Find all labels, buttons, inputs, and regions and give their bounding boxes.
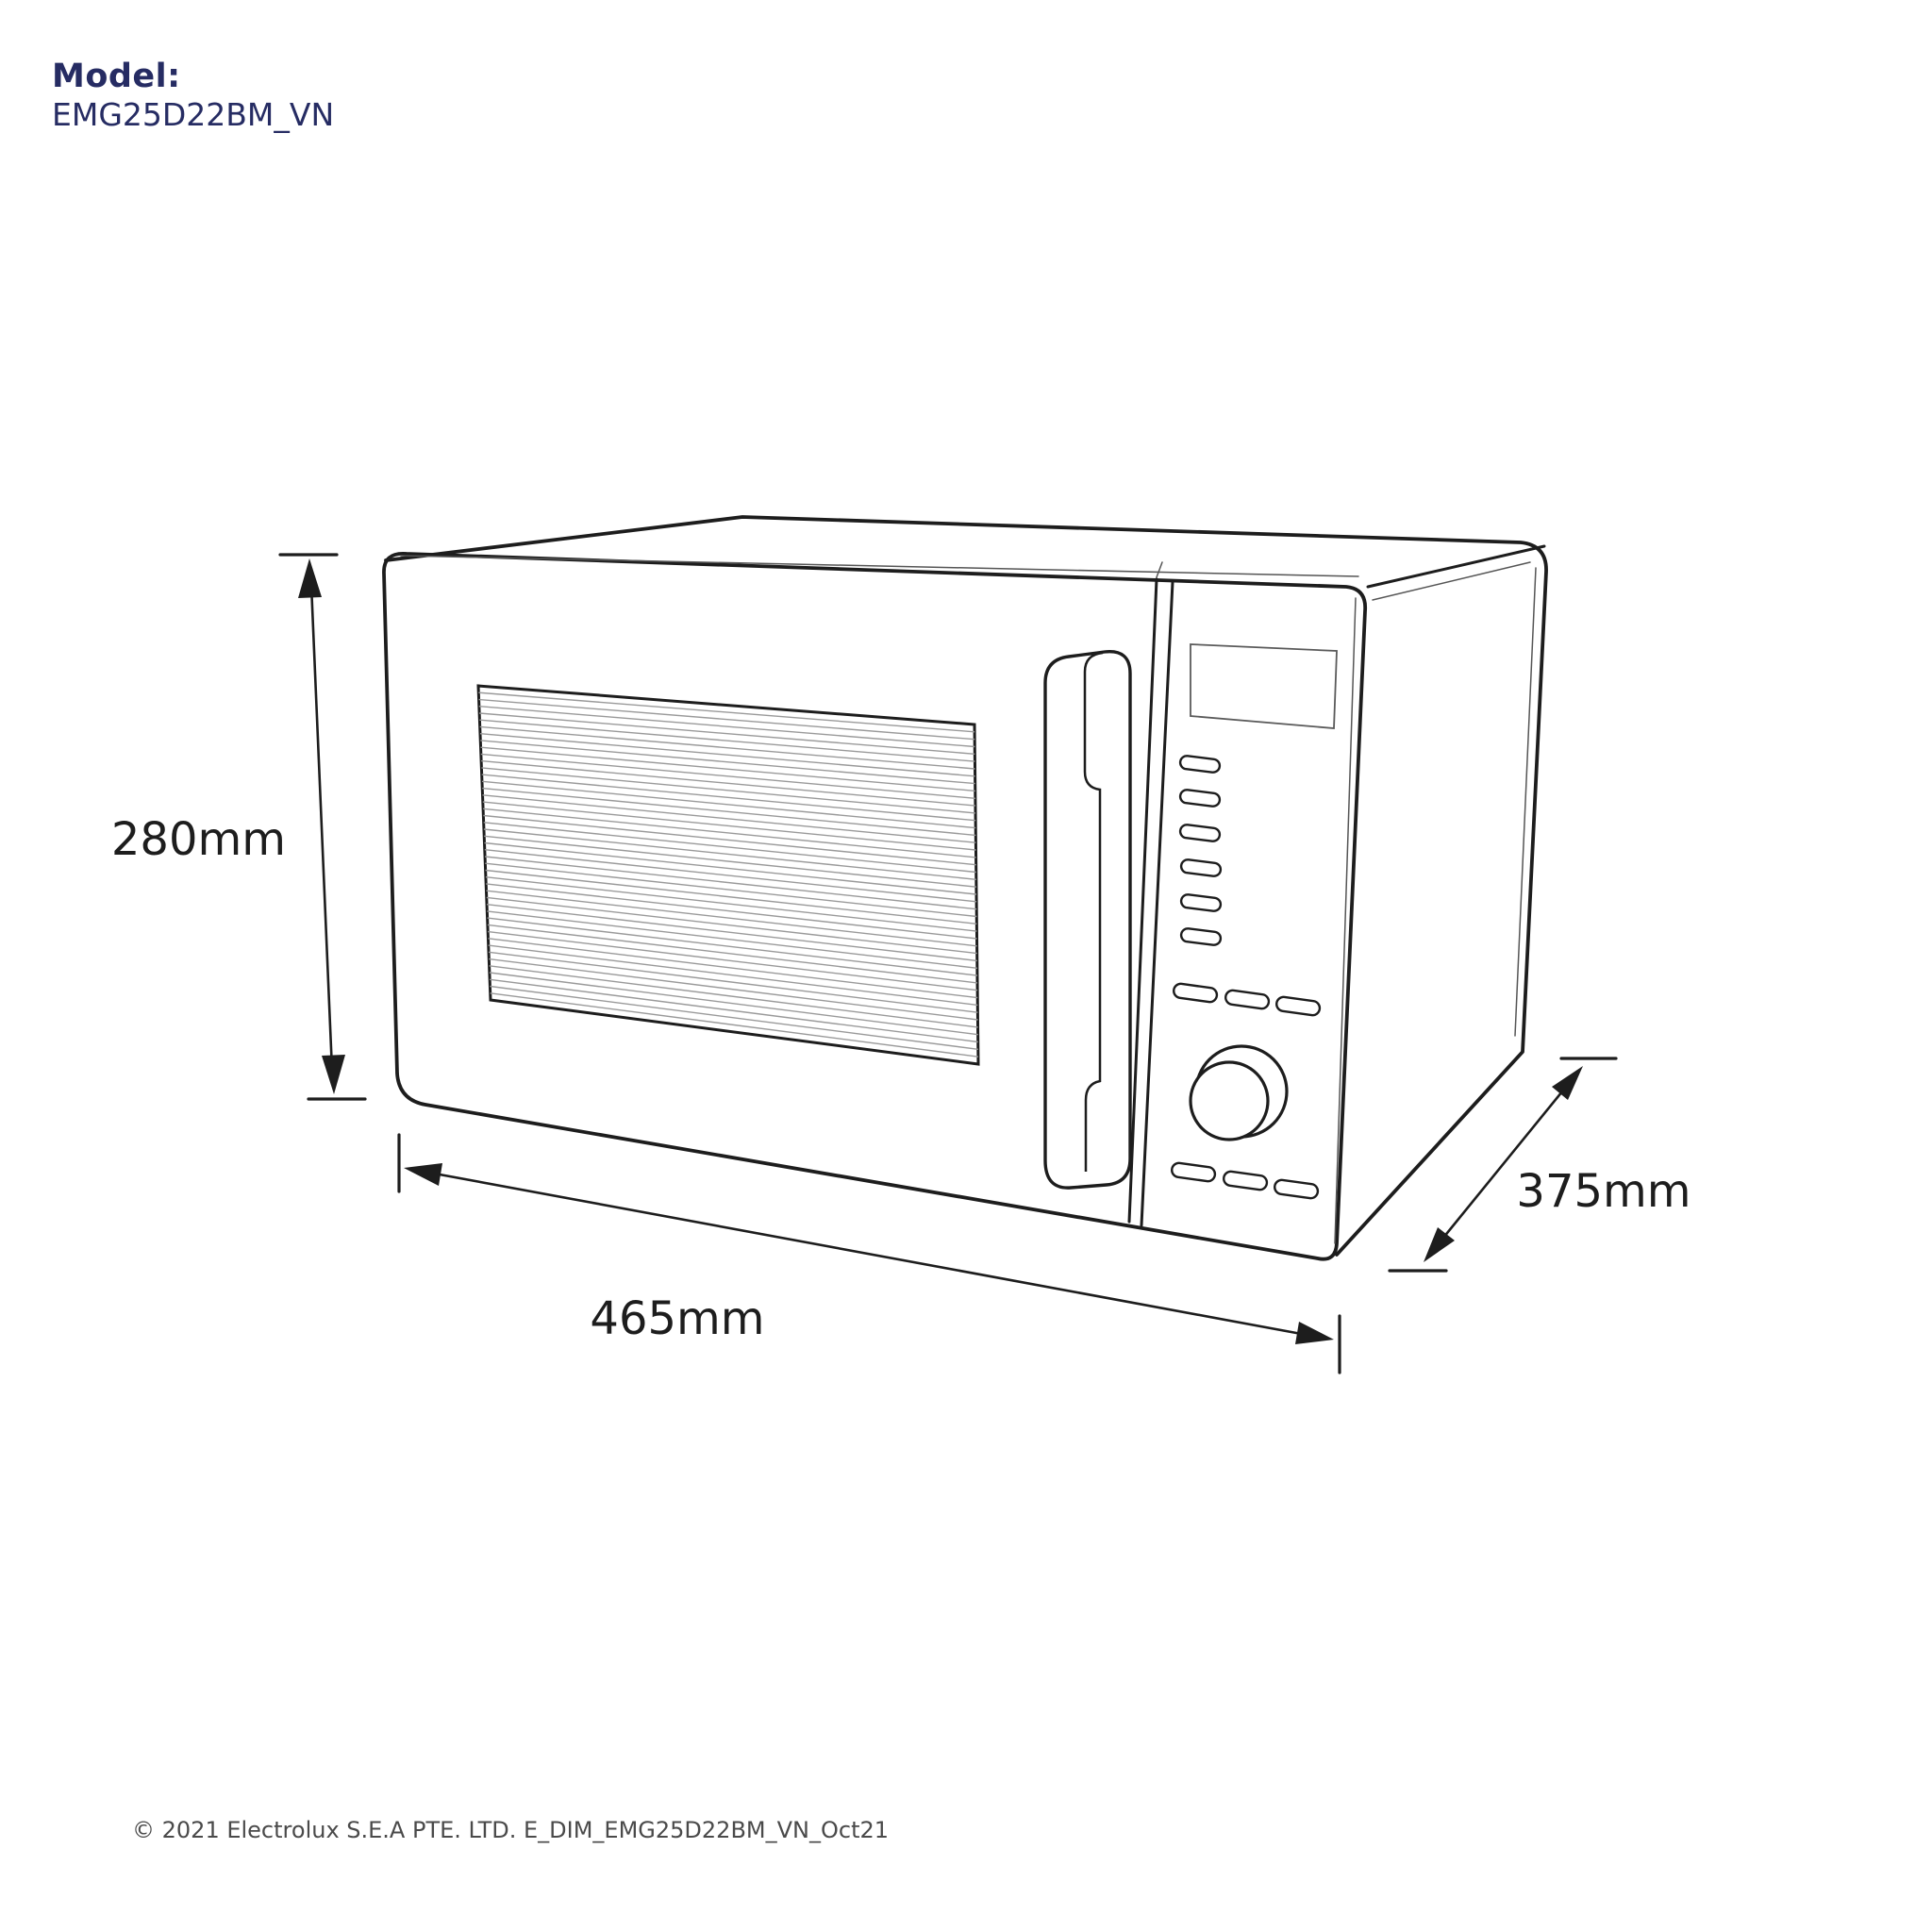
display-screen (1190, 643, 1338, 729)
door-handle (1043, 650, 1132, 1190)
microwave-drawing (382, 515, 1548, 1261)
top-front-bevel (400, 555, 1359, 577)
function-button (1274, 1178, 1320, 1200)
side-top-bevel (1372, 561, 1531, 601)
hatch-lines (478, 691, 978, 1058)
divider-top-notch (1156, 561, 1163, 578)
body-top-side-outline (384, 515, 1548, 1257)
lower-button-row (1171, 1161, 1320, 1200)
height-arrow-down (322, 1055, 345, 1094)
control-knob (1189, 1044, 1289, 1141)
function-button (1224, 989, 1271, 1010)
height-dim-line (309, 583, 334, 1073)
front-face (382, 551, 1368, 1261)
upper-button-row (1173, 982, 1322, 1017)
door-window (476, 684, 980, 1066)
depth-dimension: 375mm (1388, 1057, 1691, 1273)
menu-button (1178, 789, 1222, 808)
copyright-text: © 2021 Electrolux S.E.A PTE. LTD. E_DIM_… (132, 1817, 889, 1843)
front-right-bevel (1334, 597, 1357, 1244)
menu-button (1179, 858, 1223, 877)
menu-button (1178, 824, 1222, 842)
function-button (1173, 982, 1219, 1004)
window-hatch-pattern (478, 691, 978, 1058)
menu-button (1178, 755, 1222, 774)
height-dim-label: 280mm (111, 813, 286, 866)
width-dim-line (427, 1171, 1308, 1337)
model-header: Model: EMG25D22BM_VN (52, 58, 334, 133)
model-label: Model: (52, 58, 181, 95)
window-frame (476, 684, 980, 1066)
width-arrow-left (404, 1163, 442, 1186)
depth-dim-label: 375mm (1516, 1165, 1690, 1218)
menu-button-column (1178, 755, 1223, 946)
function-button (1275, 995, 1322, 1017)
width-dim-label: 465mm (590, 1292, 764, 1345)
width-arrow-right (1295, 1322, 1334, 1344)
width-dimension: 465mm (397, 1133, 1341, 1374)
function-button (1223, 1170, 1269, 1191)
control-panel (1171, 643, 1338, 1200)
door-panel-divider (1127, 577, 1174, 1227)
menu-button (1179, 927, 1223, 946)
height-dimension: 280mm (111, 553, 367, 1101)
side-back-bevel (1514, 567, 1537, 1037)
top-right-edge (1366, 544, 1546, 589)
depth-arrow-down (1424, 1227, 1455, 1262)
height-arrow-up (298, 558, 322, 598)
model-number: EMG25D22BM_VN (52, 96, 334, 133)
depth-dim-line (1441, 1090, 1564, 1240)
depth-arrow-up (1552, 1066, 1583, 1100)
menu-button (1179, 893, 1223, 912)
function-button (1171, 1161, 1217, 1183)
